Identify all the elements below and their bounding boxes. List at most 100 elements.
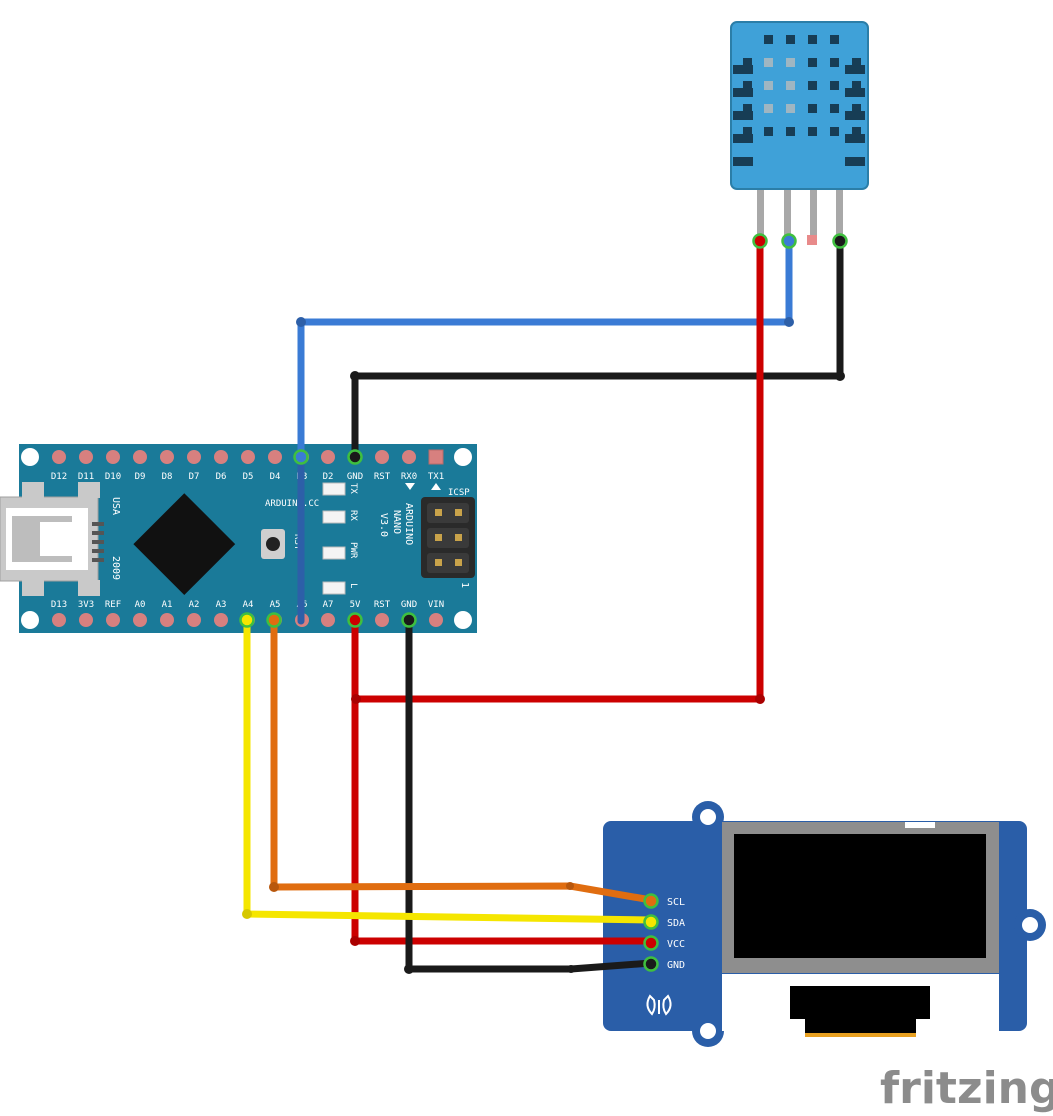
dht-vent-grid [733,35,865,166]
dht-vent-slot [845,134,865,143]
dht-vent-hole [764,81,773,90]
dht-vent-hole [830,81,839,90]
pin-3v3[interactable] [79,613,93,627]
pin-a7[interactable] [321,613,335,627]
mount-hole [21,611,39,629]
pin-label: D6 [216,472,227,482]
connection-point [347,612,363,628]
dht-vent-hole [852,127,861,136]
pin-d9[interactable] [133,450,147,464]
dht-vent-hole [786,81,795,90]
pin-label: D12 [51,472,67,482]
pin-label: 3V3 [78,600,94,610]
pin-d7[interactable] [187,450,201,464]
pin-label: D4 [270,472,281,482]
pwr-led [322,546,346,560]
pin-label: D5 [243,472,254,482]
l-led [322,581,346,595]
wire-orange-a5-to-scl[interactable] [270,617,655,904]
dht-vent-slot [733,111,753,120]
pin-label: D9 [135,472,146,482]
pin-label: D7 [189,472,200,482]
l-led-label: L [348,583,358,588]
oled-mount-hole [1022,917,1038,933]
wire-black-gnd-to-dht-gnd[interactable] [351,236,844,457]
website-label: ARDUINO.CC [265,499,319,509]
pin-label: D2 [323,472,334,482]
wire-yellow-a4-to-sda[interactable] [243,617,655,924]
dht-vent-slot [733,88,753,97]
pin-rst[interactable] [375,450,389,464]
connection-point [293,449,309,465]
pin-d5[interactable] [241,450,255,464]
connection-point [266,612,282,628]
pin-label: D11 [78,472,94,482]
connection-point [401,612,417,628]
wire-black-gnd-to-oled-gnd[interactable] [405,617,655,973]
tx-led-label: TX [348,483,358,494]
wire-bend [350,936,360,946]
oled-pin-label: SDA [667,918,685,929]
pin-label: RST [374,472,391,482]
pin-a2[interactable] [187,613,201,627]
connection-point [643,893,659,909]
pin-label: A4 [243,600,254,610]
pin-d12[interactable] [52,450,66,464]
dht-vent-slot [845,157,865,166]
dht-vent-hole [764,58,773,67]
icsp-header [421,497,475,578]
mount-hole [454,611,472,629]
pin-ref[interactable] [106,613,120,627]
pin-d6[interactable] [214,450,228,464]
arduino-nano-board[interactable]: USA 2009 RST ARDUINO.CC TX RX PWR L ARDU… [0,444,477,633]
pin-d8[interactable] [160,450,174,464]
dht-vent-slot [845,65,865,74]
reset-button-cap[interactable] [266,537,280,551]
dht-leg [757,188,764,240]
icsp-pin1-marker: 1 [459,582,470,588]
dht11-sensor[interactable] [730,21,869,240]
pin-d13[interactable] [52,613,66,627]
pin-a3[interactable] [214,613,228,627]
oled-pin-label: SCL [667,897,685,908]
pin-label: A2 [189,600,200,610]
seeed-logo-icon [646,994,672,1016]
pin-d11[interactable] [79,450,93,464]
pin-d4[interactable] [268,450,282,464]
pin-label: RX0 [401,472,417,482]
dht-vent-hole [743,104,752,113]
dht-vent-slot [733,65,753,74]
dht-vent-hole [743,81,752,90]
dht-vent-hole [743,58,752,67]
dht-vent-hole [743,127,752,136]
wire-bend [350,371,360,381]
connection-point [643,935,659,951]
pin-rx0[interactable] [402,450,416,464]
dht-vent-hole [764,127,773,136]
pin-d2[interactable] [321,450,335,464]
connection-point [239,612,255,628]
pin-label: GND [401,600,417,610]
model-line-1: ARDUINO [403,503,414,545]
pin-a1[interactable] [160,613,174,627]
pin-rst[interactable] [375,613,389,627]
dht-vent-hole [786,127,795,136]
pin-label: A5 [270,600,281,610]
tx-led [322,482,346,496]
rst-button-label: RST [292,534,302,551]
pin-d10[interactable] [106,450,120,464]
dht-leg [836,188,843,240]
wire-blue-highlight [297,236,793,456]
wire-bend [567,965,575,973]
pin-label: A7 [323,600,334,610]
pin-a0[interactable] [133,613,147,627]
dht-vent-hole [808,104,817,113]
pin-label: A1 [162,600,173,610]
pin-tx1[interactable] [428,449,444,465]
pin-label: 5V [350,600,361,610]
pin-vin[interactable] [429,613,443,627]
wires [242,236,845,974]
icsp-label: ICSP [448,488,470,498]
dht-leg [784,188,791,240]
